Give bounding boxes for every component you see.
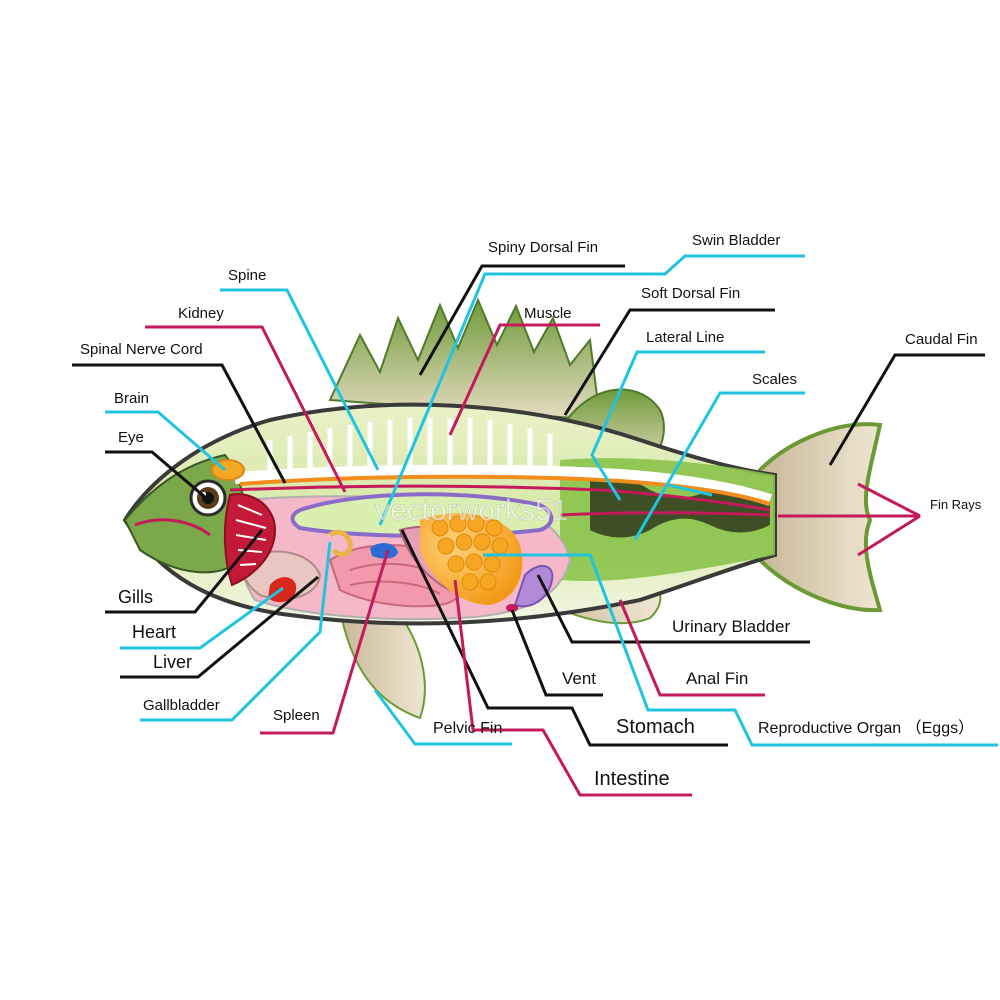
label-eye: Eye <box>118 429 144 446</box>
leader-eye <box>105 450 207 500</box>
label-spinal-nerve-cord: Spinal Nerve Cord <box>80 341 203 358</box>
label-stomach: Stomach <box>616 716 695 738</box>
spleen <box>370 543 398 559</box>
vent <box>506 604 518 612</box>
leader-urinary-bladder <box>536 574 810 644</box>
leader-reproductive-organ <box>483 553 998 747</box>
leader-soft-dorsal-fin <box>563 308 775 416</box>
leader-muscle <box>448 323 600 436</box>
spine <box>234 464 772 506</box>
leader-pelvic-fin <box>373 689 512 746</box>
leader-scales <box>633 391 805 541</box>
label-gallbladder: Gallbladder <box>143 697 220 714</box>
spiny-dorsal-fin <box>328 297 602 422</box>
label-spiny-dorsal-fin: Spiny Dorsal Fin <box>488 239 598 256</box>
label-spleen: Spleen <box>273 707 320 724</box>
leader-swim-bladder <box>378 254 805 526</box>
label-kidney: Kidney <box>178 305 224 322</box>
leader-spiny-dorsal-fin <box>418 264 625 376</box>
label-reproductive-organ: Reproductive Organ （Eggs） <box>758 719 974 737</box>
urinary-bladder <box>513 565 554 608</box>
leader-kidney <box>145 325 347 493</box>
label-pelvic-fin: Pelvic Fin <box>433 720 502 737</box>
label-urinary-bladder: Urinary Bladder <box>672 617 790 636</box>
leader-gills <box>105 529 264 614</box>
gallbladder <box>328 529 353 557</box>
reproductive-organ-eggs <box>420 513 523 605</box>
lateral-line <box>559 511 771 517</box>
label-vent: Vent <box>562 669 596 688</box>
leader-spine <box>220 288 380 471</box>
leader-caudal-fin <box>828 353 985 466</box>
label-heart: Heart <box>132 622 176 642</box>
label-swim-bladder: Swin Bladder <box>692 232 780 249</box>
leader-fin-rays-top <box>857 482 921 518</box>
label-scales: Scales <box>752 371 797 388</box>
label-liver: Liver <box>153 652 192 672</box>
leader-gallbladder <box>140 541 332 722</box>
watermark: vectorworks51 <box>375 494 568 527</box>
leader-lateral-line <box>590 350 765 501</box>
label-spine: Spine <box>228 267 266 284</box>
labels: Spiny Dorsal Fin Swin Bladder Spine Musc… <box>80 232 982 790</box>
leader-lateral-line-branch <box>667 483 713 497</box>
leader-lines-black <box>72 264 985 747</box>
leader-heart <box>120 586 284 650</box>
label-gills: Gills <box>118 587 153 607</box>
label-muscle: Muscle <box>524 305 572 322</box>
label-fin-rays: Fin Rays <box>930 497 982 512</box>
kidney <box>229 484 771 512</box>
label-soft-dorsal-fin: Soft Dorsal Fin <box>641 285 740 302</box>
leader-vent <box>510 609 603 697</box>
leader-brain <box>105 410 226 472</box>
label-anal-fin: Anal Fin <box>686 669 748 688</box>
leader-intestine <box>453 579 692 797</box>
label-brain: Brain <box>114 390 149 407</box>
eye <box>189 479 227 517</box>
leader-stomach <box>400 529 728 747</box>
leader-lines-magenta <box>145 323 921 797</box>
leader-fin-rays-bottom <box>857 514 921 557</box>
leader-spinal-nerve-cord <box>72 363 287 484</box>
leader-anal-fin <box>618 599 765 697</box>
leader-lines-cyan <box>105 254 998 747</box>
label-lateral-line: Lateral Line <box>646 329 724 346</box>
label-caudal-fin: Caudal Fin <box>905 331 978 348</box>
label-intestine: Intestine <box>594 768 670 790</box>
leader-liver <box>120 575 319 679</box>
leader-spleen <box>260 549 390 735</box>
